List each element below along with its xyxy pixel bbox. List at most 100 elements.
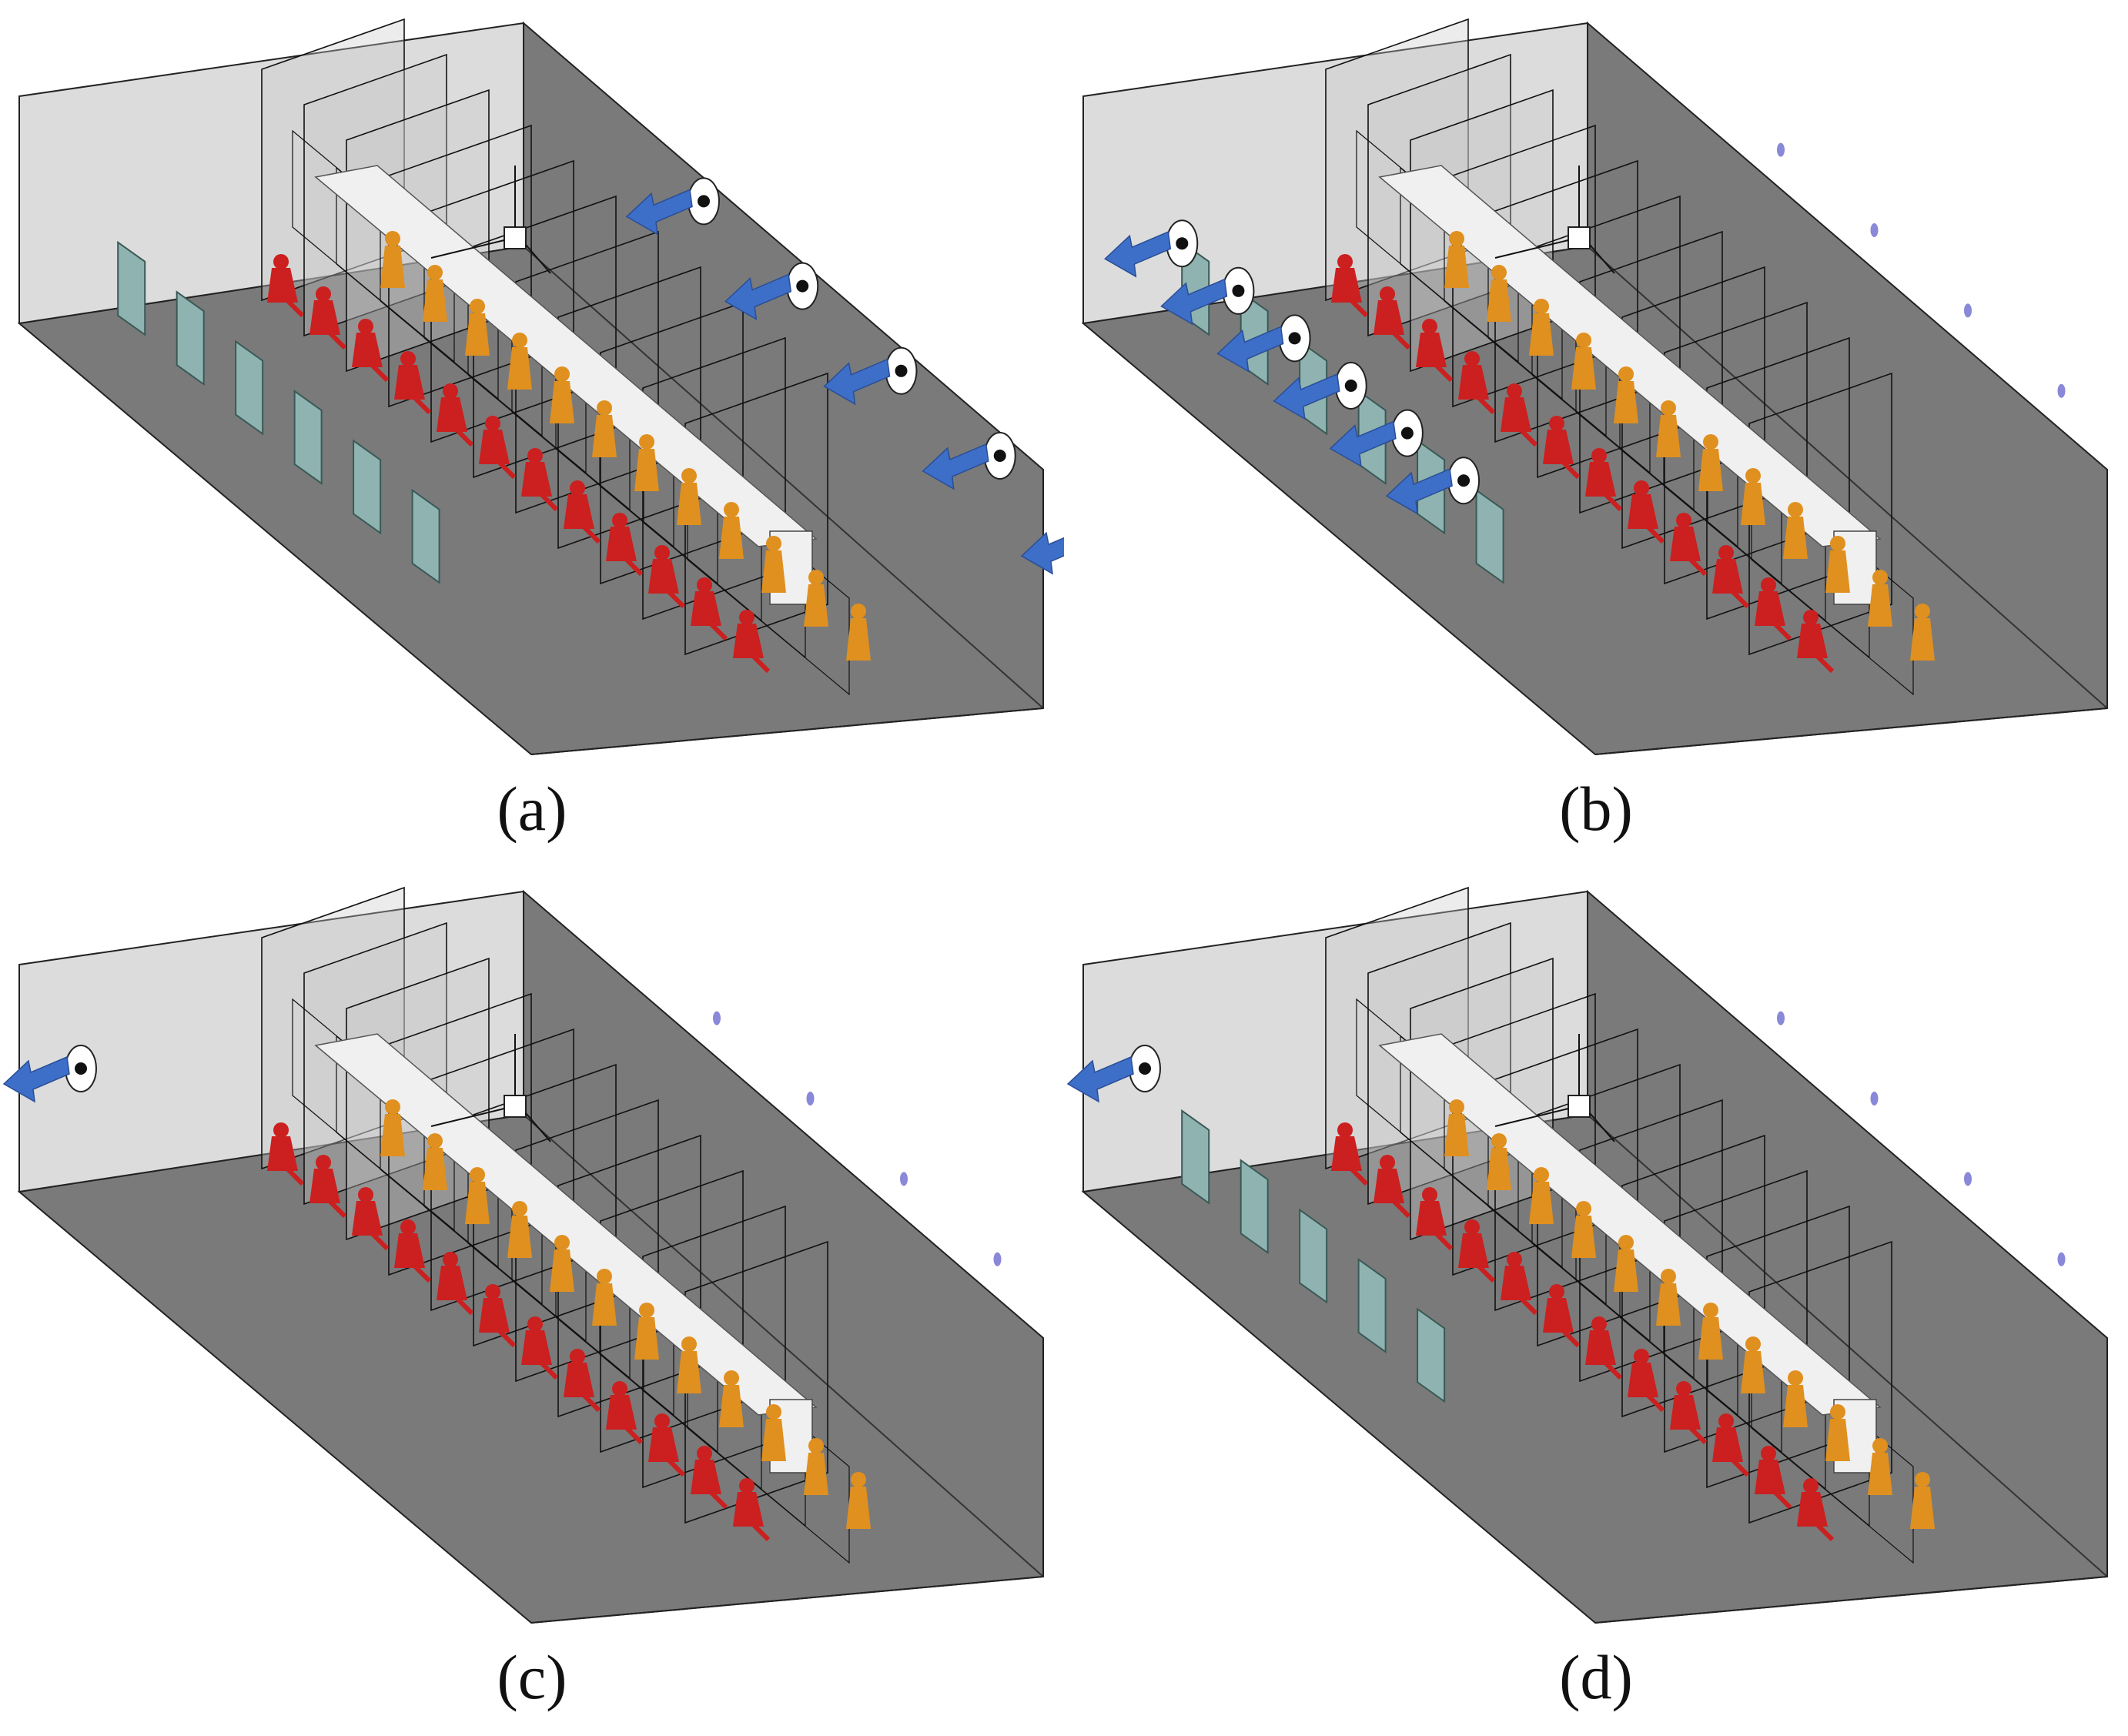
occupant-red-legs [1730,589,1750,609]
occupant-red-head [1676,1381,1691,1396]
occupant-red-legs [327,330,347,350]
occupant-red-body [521,462,552,497]
occupant-orange-body [1487,1148,1511,1190]
occupant-red-legs [1688,1425,1708,1445]
axis-z-line [1494,239,1569,259]
axis-z-line [430,1108,505,1127]
axis-origin-box [504,1095,527,1118]
occupant-orange-body [507,347,532,390]
airflow-arrow-icon [1385,468,1453,515]
occupant-orange-body [550,1249,574,1292]
occupant-red-head [527,448,543,463]
occupant-orange-head [1449,231,1464,246]
occupant-red-head [1591,1316,1607,1332]
occupant-red-legs [454,427,474,447]
occupant-red-legs [1730,1457,1750,1477]
occupant-red-legs [412,395,432,415]
occupant-red-legs [751,654,771,674]
airflow-arrow-icon [1104,231,1172,278]
occupant-red-legs [327,1199,347,1219]
occupant-orange-head [470,299,485,314]
wall-vent-dot [1777,1011,1785,1025]
occupant-orange-body [677,1351,701,1393]
occupant-orange-head [681,468,697,483]
occupant-orange-body [1487,279,1511,322]
occupant-red-legs [1772,621,1792,641]
axis-x-line [1589,1112,1615,1142]
occupant-orange-head [639,1303,654,1318]
occupant-orange-body [380,246,405,288]
occupant-red-head [443,383,458,399]
wall-window [117,240,146,336]
occupant-orange-head [1618,1235,1634,1250]
axis-x-line [525,244,551,274]
occupant-red-head [739,610,755,625]
occupant-orange-head [1703,434,1718,450]
occupant-orange-head [724,1370,739,1386]
axis-origin-box [1568,1095,1591,1118]
occupant-red-head [1549,416,1564,431]
occupant-orange-head [1576,333,1591,348]
occupant-orange-head [1830,536,1845,551]
occupant-red-head [1422,1187,1437,1202]
room-diagram-c [2,886,1044,1624]
occupant-orange-head [766,536,781,551]
occupant-orange-head [427,265,443,280]
occupant-orange-head [808,570,824,585]
occupant-red-body [1331,1136,1362,1171]
occupant-red-head [654,1413,670,1429]
occupant-red-head [1591,448,1607,463]
occupant-red-body [733,624,764,658]
wall-vent-dot [900,1172,908,1186]
occupant-red-head [316,1155,331,1170]
occupant-orange-head [1661,1269,1676,1284]
occupant-orange-head [1661,400,1676,416]
occupant-red-head [1761,577,1776,593]
occupant-red-legs [1688,557,1708,577]
occupant-orange-body [1614,1249,1638,1292]
occupant-orange-head [1788,502,1803,517]
wall-vent-dot [713,1011,721,1025]
airflow-arrow-icon [1160,278,1228,326]
occupant-red-body [352,333,383,367]
wall-window [235,340,264,436]
occupant-orange-head [1534,1167,1549,1182]
occupant-red-legs [751,1522,771,1542]
wall-window [1181,1109,1210,1205]
occupant-orange-head [1872,1438,1888,1453]
occupant-red-body [606,1395,637,1430]
wall-vent-dot [806,1092,815,1105]
airflow-arrow-icon [1329,420,1397,468]
occupant-orange-head [597,400,612,416]
occupant-orange-body [1698,449,1723,491]
occupant-red-body [1755,591,1785,626]
axis-x-line [525,1112,551,1142]
panel-b: (b) [1064,0,2128,868]
occupant-orange-head [1830,1404,1845,1420]
occupant-orange-head [639,434,654,450]
occupant-red-body [606,527,637,561]
panel-label-c: (c) [497,1642,567,1712]
occupant-orange-head [512,1201,527,1216]
panel-c: (c) [0,868,1064,1736]
occupant-orange-body [592,1283,617,1326]
occupant-red-head [1549,1284,1564,1299]
wall-vent-dot [1870,1092,1879,1105]
airflow-arrow-icon [1066,1055,1134,1103]
floor-edge-line [523,1114,1044,1577]
occupant-orange-head [1872,570,1888,585]
floor-edge-line [1587,246,2108,709]
occupant-red-body [352,1201,383,1236]
occupant-orange-head [554,1235,570,1250]
occupant-red-body [733,1492,764,1527]
occupant-orange-head [427,1133,443,1149]
floor-front-edge [1594,707,2108,755]
vent-center-icon [993,450,1006,462]
occupant-red-legs [1815,1522,1835,1542]
occupant-red-body [1712,559,1743,594]
occupant-red-body [1416,1201,1447,1236]
occupant-orange-head [1576,1201,1591,1216]
occupant-red-legs [1645,524,1665,544]
occupant-red-head [316,286,331,302]
occupant-red-body [1712,1427,1743,1462]
